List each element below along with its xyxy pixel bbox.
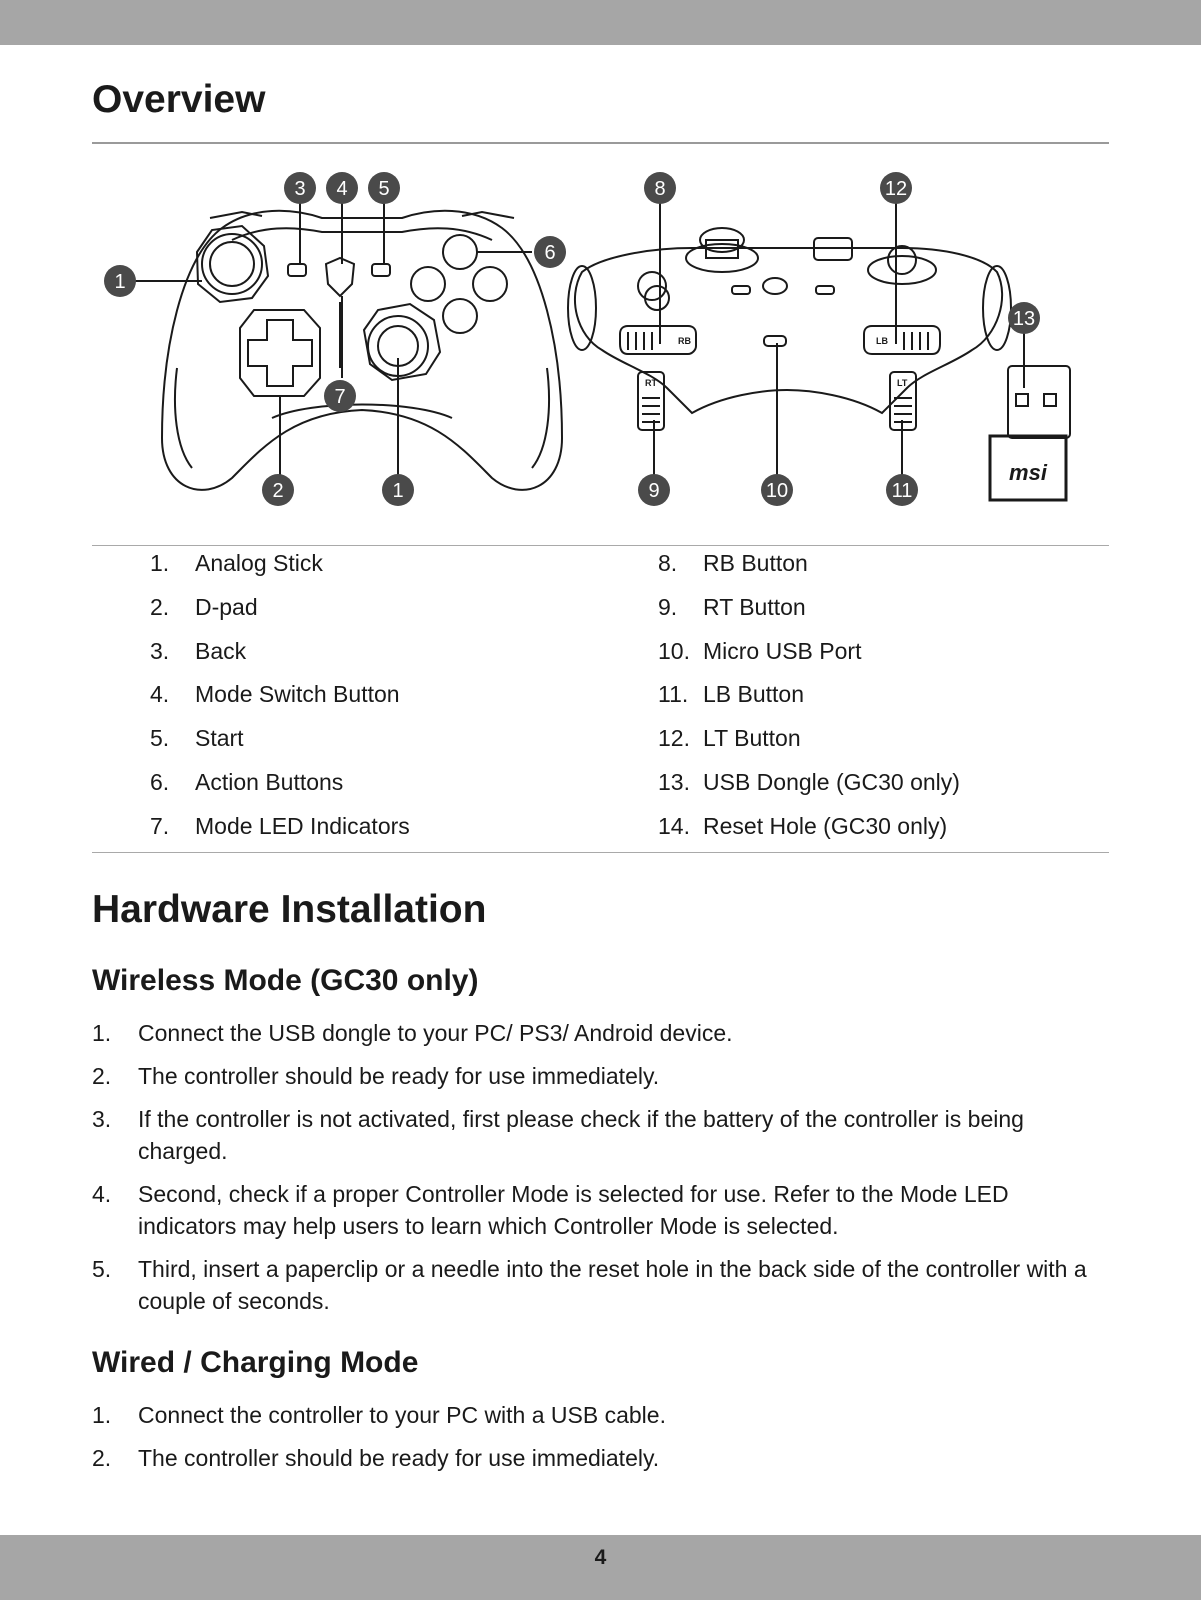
right-analog-stick <box>362 302 442 382</box>
rt-trigger <box>637 371 665 431</box>
parts-list-left: 1.Analog Stick 2.D-pad 3.Back 4.Mode Swi… <box>150 550 620 857</box>
callout-7: 7 <box>324 380 356 412</box>
svg-text:10: 10 <box>766 480 788 502</box>
callout-5: 5 <box>368 172 400 204</box>
list-item: 3.Back <box>150 637 247 664</box>
list-item: 1.Connect the USB dongle to your PC/ PS3… <box>92 1020 733 1046</box>
callout-3: 3 <box>284 172 316 204</box>
callout-8: 8 <box>644 172 676 204</box>
svg-text:5: 5 <box>378 178 389 200</box>
list-item: 13.USB Dongle (GC30 only) <box>658 768 960 795</box>
parts-list-right: 8.RB Button 9.RT Button 10.Micro USB Por… <box>658 550 1128 857</box>
parts-table-bottom-rule <box>92 852 1109 853</box>
svg-text:1: 1 <box>114 271 125 293</box>
start-button <box>371 263 391 277</box>
list-item: 5.Third, insert a paperclip or a needle … <box>92 1256 1087 1314</box>
list-item: 1.Analog Stick <box>150 550 323 576</box>
callout-9: 9 <box>638 474 670 506</box>
list-item: 9.RT Button <box>658 593 806 620</box>
wired-steps-list: 1.Connect the controller to your PC with… <box>92 1399 1092 1485</box>
wired-charging-mode-heading: Wired / Charging Mode <box>92 1346 419 1379</box>
mode-switch-button <box>324 256 356 298</box>
svg-text:2: 2 <box>272 480 283 502</box>
svg-text:12: 12 <box>885 178 907 200</box>
svg-text:9: 9 <box>648 480 659 502</box>
footer-bar <box>0 1535 1201 1600</box>
list-item: 5.Start <box>150 725 244 752</box>
rb-bumper <box>619 325 697 355</box>
svg-text:13: 13 <box>1013 308 1035 330</box>
list-item: 11.LB Button <box>658 681 805 708</box>
svg-text:11: 11 <box>892 480 913 502</box>
list-item: 10.Micro USB Port <box>658 637 862 664</box>
list-item: 12.LT Button <box>658 725 801 752</box>
list-item: 2.The controller should be ready for use… <box>92 1063 660 1089</box>
controller-back-view <box>567 227 1012 431</box>
svg-text:6: 6 <box>544 242 555 264</box>
back-button <box>287 263 307 277</box>
list-item: 2.The controller should be ready for use… <box>92 1445 660 1471</box>
svg-text:1: 1 <box>392 480 403 502</box>
lb-label: LB <box>876 336 888 346</box>
rt-label: RT <box>645 378 657 388</box>
list-item: 6.Action Buttons <box>150 768 344 795</box>
dpad <box>239 309 321 397</box>
list-item: 8.RB Button <box>658 550 808 576</box>
action-buttons <box>410 234 508 334</box>
controller-diagram: RB LB RT LT msi 1 3 4 5 6 7 2 1 8 12 13 … <box>92 168 1109 528</box>
list-item: 2.D-pad <box>150 593 258 620</box>
callout-4: 4 <box>326 172 358 204</box>
callout-1-bottom: 1 <box>382 474 414 506</box>
svg-text:4: 4 <box>336 178 347 200</box>
list-item: 1.Connect the controller to your PC with… <box>92 1402 666 1428</box>
left-analog-stick <box>195 224 270 304</box>
list-item: 4.Second, check if a proper Controller M… <box>92 1181 1009 1239</box>
overview-heading: Overview <box>92 78 266 121</box>
lb-bumper <box>863 325 941 355</box>
svg-text:7: 7 <box>334 386 345 408</box>
header-bar <box>0 0 1201 45</box>
svg-text:3: 3 <box>294 178 305 200</box>
usb-dongle <box>988 365 1071 502</box>
svg-text:8: 8 <box>654 178 665 200</box>
wireless-steps-list: 1.Connect the USB dongle to your PC/ PS3… <box>92 1017 1092 1328</box>
callout-10: 10 <box>761 474 793 506</box>
lt-label: LT <box>897 378 908 388</box>
list-item: 3.If the controller is not activated, fi… <box>92 1106 1024 1164</box>
hardware-installation-heading: Hardware Installation <box>92 888 487 931</box>
micro-usb-port <box>763 335 787 347</box>
rb-label: RB <box>678 336 691 346</box>
wireless-mode-heading: Wireless Mode (GC30 only) <box>92 964 479 997</box>
list-item: 7.Mode LED Indicators <box>150 812 410 839</box>
page-number: 4 <box>594 1546 607 1569</box>
controller-diagram-svg: RB LB RT LT msi 1 3 4 5 6 7 2 1 8 12 13 … <box>104 172 1071 506</box>
callout-12: 12 <box>880 172 912 204</box>
callout-1-left: 1 <box>104 265 136 297</box>
callout-2: 2 <box>262 474 294 506</box>
list-item: 4.Mode Switch Button <box>150 681 400 708</box>
parts-table-top-rule <box>92 545 1109 546</box>
callout-11: 11 <box>886 474 918 506</box>
callout-6: 6 <box>534 236 566 268</box>
overview-top-rule <box>92 142 1109 144</box>
msi-logo: msi <box>1009 460 1048 485</box>
list-item: 14.Reset Hole (GC30 only) <box>658 812 948 839</box>
callout-13: 13 <box>1008 302 1040 334</box>
